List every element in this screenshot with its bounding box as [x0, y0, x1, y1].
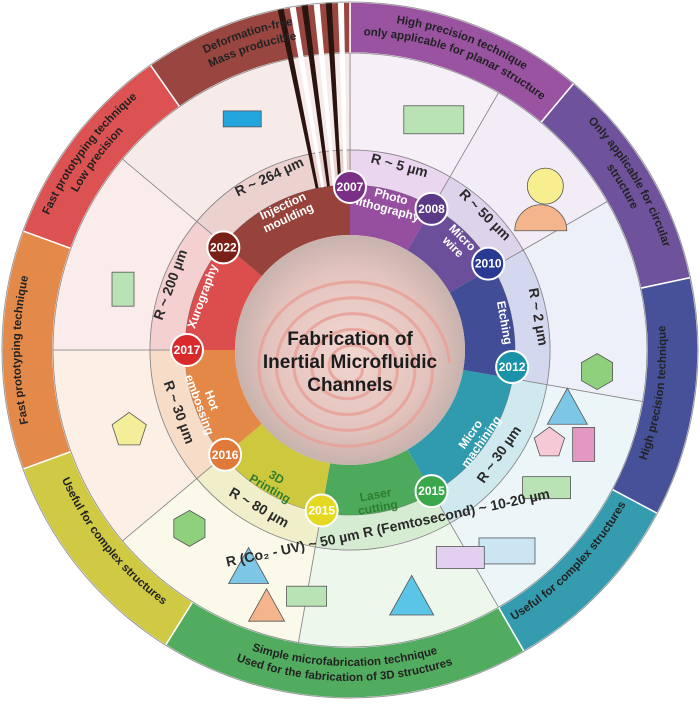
stripe-0 — [277, 8, 319, 189]
decorative-shape-9 — [435, 546, 485, 569]
year-badge-text-7: 2017 — [174, 343, 201, 357]
decorative-shape-17 — [222, 110, 262, 128]
decorative-shape-13 — [227, 546, 270, 584]
decorative-shape-6 — [533, 426, 566, 457]
method-band-8 — [223, 185, 350, 277]
year-badge-1: 2008 — [414, 191, 449, 226]
decorative-shape-7 — [522, 476, 571, 500]
decorative-shape-11 — [286, 585, 327, 607]
method-band-7 — [185, 243, 262, 350]
year-badge-0: 2007 — [333, 170, 367, 204]
stripe-2 — [301, 4, 330, 187]
year-badge-text-0: 2007 — [337, 180, 364, 194]
year-badge-text-5: 2015 — [308, 504, 335, 518]
center-title-line-1: Fabrication of — [287, 329, 413, 350]
year-badge-text-3: 2012 — [499, 360, 526, 374]
year-badge-circle-1 — [414, 191, 449, 226]
spiral-channel — [257, 280, 452, 448]
year-badge-text-6: 2016 — [212, 448, 239, 462]
year-badge-circle-0 — [333, 170, 367, 204]
year-badge-3: 2012 — [495, 350, 530, 385]
year-badge-6: 2016 — [208, 437, 243, 472]
decorative-shape-15 — [111, 411, 147, 446]
decorative-shape-2 — [514, 204, 568, 232]
decorative-shape-8 — [478, 537, 536, 565]
spiral-path — [257, 280, 452, 448]
decorative-shape-5 — [572, 427, 596, 462]
decorative-shape-0 — [403, 105, 465, 135]
method-label-4: Lasercutting — [355, 484, 399, 518]
center-photo: Fabrication of Inertial Microfluidic Cha… — [235, 235, 465, 465]
stripe-5 — [337, 2, 348, 186]
method-text-4: Lasercutting — [355, 484, 399, 518]
year-badge-text-4: 2015 — [418, 484, 445, 498]
year-badge-8: 2022 — [206, 230, 241, 265]
stripe-4 — [325, 2, 342, 186]
year-badge-circle-8 — [206, 230, 241, 265]
method-band-0 — [350, 184, 433, 251]
decorative-shape-10 — [389, 574, 435, 616]
method-band-1 — [407, 207, 493, 293]
method-band-6 — [185, 350, 262, 457]
shape-layer — [111, 105, 613, 622]
top-stripes — [277, 2, 348, 189]
year-badge-2: 2010 — [471, 246, 506, 281]
year-badge-text-1: 2008 — [418, 202, 445, 216]
decorative-shape-14 — [247, 587, 286, 622]
year-badge-circle-7 — [170, 333, 204, 367]
stripe-1 — [289, 6, 325, 188]
year-layer: 2007 2008 2010 2012 2015 2015 2016 2017 2022 — [170, 170, 530, 528]
year-badge-circle-3 — [495, 350, 530, 385]
decorative-shape-1 — [526, 167, 564, 205]
stripe-3 — [313, 3, 336, 186]
year-badge-text-8: 2022 — [210, 240, 237, 254]
center-title-line-2: Inertial Microfluidic — [263, 352, 438, 373]
year-badge-circle-5 — [304, 493, 339, 528]
year-badge-circle-4 — [414, 474, 449, 509]
decorative-shape-12 — [173, 509, 206, 547]
year-badge-5: 2015 — [304, 493, 339, 528]
decorative-shape-4 — [546, 387, 589, 425]
year-badge-circle-6 — [208, 437, 243, 472]
year-badge-7: 2017 — [170, 333, 204, 367]
method-band-3 — [407, 369, 513, 493]
method-band-2 — [449, 267, 515, 379]
year-badge-circle-2 — [471, 246, 506, 281]
year-badge-text-2: 2010 — [475, 257, 502, 271]
year-badge-4: 2015 — [414, 474, 449, 509]
decorative-shape-16 — [111, 271, 135, 307]
decorative-shape-3 — [581, 353, 613, 391]
method-band-4 — [321, 449, 433, 515]
center-title-line-3: Channels — [307, 375, 393, 396]
method-band-5 — [223, 423, 331, 513]
